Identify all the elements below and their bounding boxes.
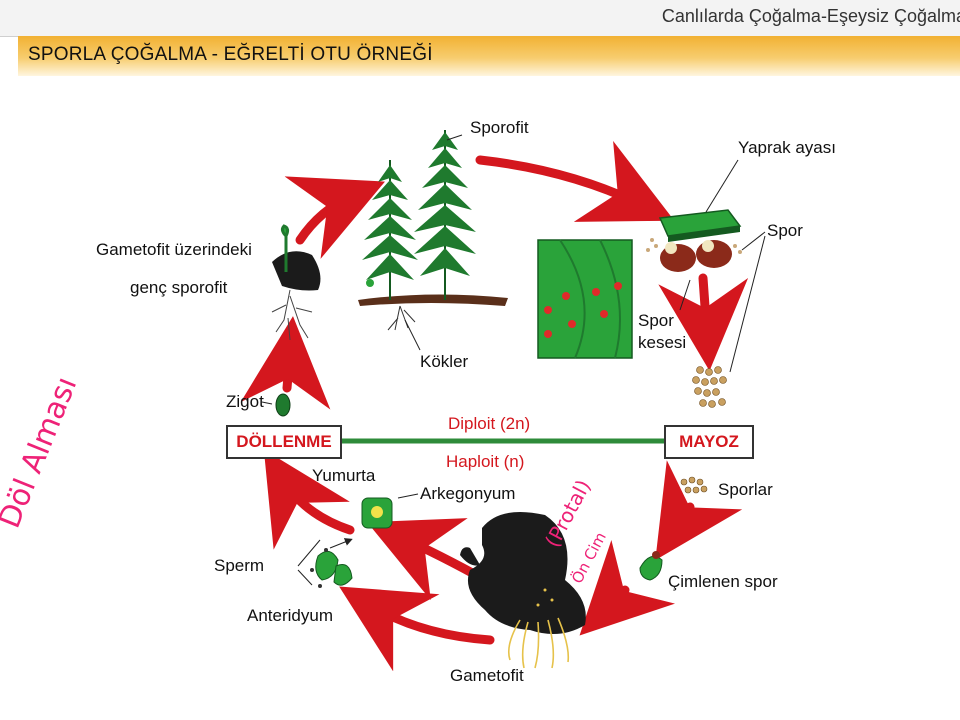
arrow-arkegonyum-to-dollenme [263,449,355,550]
label-spor-kesesi-line1: Spor [638,311,674,330]
top-title: Canlılarda Çoğalma-Eşeysiz Çoğalma [661,6,960,26]
arrow-cimlenen-to-gametofit [579,539,676,636]
arrow-gametofit-to-anteridyum [339,586,495,672]
arrow-genc-sporofit-to-sporofit [284,176,385,259]
label-pointer-lines [261,134,766,405]
label-sporofit: Sporofit [470,118,529,137]
label-sporlar: Sporlar [718,480,773,499]
sori-leaf-panel [537,239,633,359]
yaprak-ayasi-illustration [646,209,742,272]
section-title: SPORLA ÇOĞALMA - EĞRELTİ OTU ÖRNEĞİ [28,44,433,65]
label-haploit: Haploit (n) [446,452,525,471]
arrow-spor-kesesi-down [658,273,749,371]
label-diploit: Diploit (2n) [448,414,531,433]
zigot-illustration [275,393,291,417]
anteridyum-illustration [310,548,353,588]
dollenme-label: DÖLLENME [236,432,332,451]
label-yumurta: Yumurta [312,466,376,485]
arrow-sporofit-to-yaprak [475,140,675,222]
label-yaprak-ayasi: Yaprak ayası [738,138,836,157]
root-lines [387,305,416,331]
label-gametofit: Gametofit [450,666,524,685]
spore-cluster-2 [680,476,708,494]
label-cimlenen-spor: Çimlenen spor [668,572,778,591]
spore-cluster-1 [692,366,727,408]
top-bar: Canlılarda Çoğalma-Eşeysiz Çoğalma [0,0,960,37]
label-gametofit-uzerindeki: Gametofit üzerindeki [96,240,252,259]
label-spor: Spor [767,221,803,240]
mayoz-label: MAYOZ [679,432,739,451]
genc-sporofit-illustration [271,224,321,341]
section-header: SPORLA ÇOĞALMA - EĞRELTİ OTU ÖRNEĞİ [18,36,960,76]
dollenme-box: DÖLLENME [226,425,342,459]
label-arkegonyum: Arkegonyum [420,484,516,503]
label-anteridyum: Anteridyum [247,606,333,625]
label-kokler: Kökler [420,352,469,371]
soil [358,294,508,306]
arkegonyum-illustration [361,493,419,529]
left-fern [362,160,418,300]
sporofit-illustration [358,130,508,331]
cycle-arrows [240,140,749,672]
label-spor-kesesi-line2: kesesi [638,333,687,352]
label-genc-sporofit: genç sporofit [130,278,228,297]
arrow-sporlar-down [655,460,743,561]
label-sperm: Sperm [214,556,265,575]
mayoz-box: MAYOZ [664,425,754,459]
cimlenen-spor-illustration [639,551,663,581]
sperm-pointer-lines [297,538,353,586]
gametofit-illustration [460,511,586,669]
label-zigot: Zigot [226,392,264,411]
right-fern [414,130,476,300]
arrow-zigot-to-genc-sporofit [240,316,331,410]
